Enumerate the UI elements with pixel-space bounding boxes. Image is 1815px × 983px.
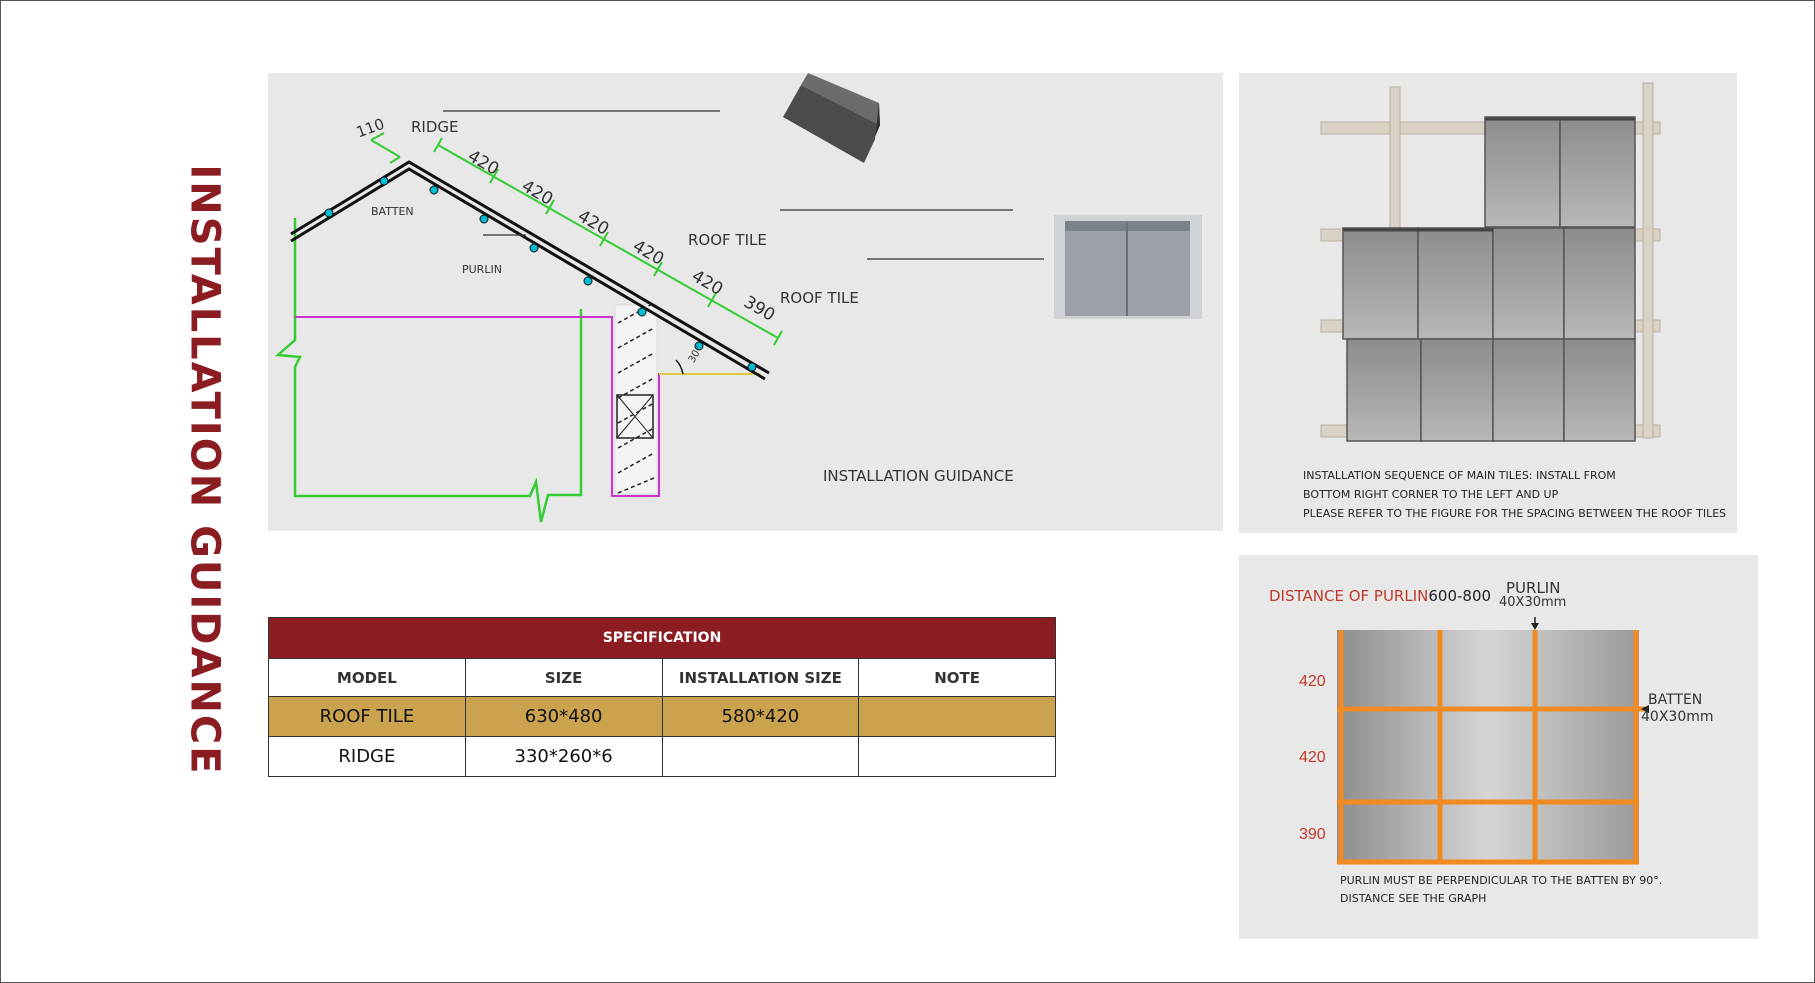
wall-section [614,304,658,495]
ridge-product-image [783,73,880,163]
purlin-notes: PURLIN MUST BE PERPENDICULAR TO THE BATT… [1340,872,1662,908]
roof-tile-label-1: ROOF TILE [688,231,767,249]
table-row: ROOF TILE 630*480 580*420 [268,696,1056,737]
roof-section-diagram [274,73,1202,523]
cell-install-size: 580*420 [661,696,860,737]
cell-model: ROOF TILE [268,696,466,737]
cell-note [858,736,1056,777]
page-title: INSTALLATION GUIDANCE [182,164,228,776]
distance-label-text: DISTANCE OF PURLIN [1269,587,1429,605]
page-title-container: INSTALLATION GUIDANCE [180,164,230,775]
purlin-grid-diagram [1337,617,1649,865]
lintel-box [616,394,654,439]
spec-title: SPECIFICATION [268,617,1056,659]
purlin-grid [1337,630,1649,865]
spec-header-row: MODEL SIZE INSTALLATION SIZE NOTE [268,658,1056,697]
roof-tiles [1342,116,1636,442]
spec-title-row: SPECIFICATION [268,617,1056,659]
cell-size: 330*260*6 [464,736,663,777]
installation-sequence-panel: INSTALLATION SEQUENCE OF MAIN TILES: INS… [1239,73,1737,533]
row-spacing-3: 390 [1299,826,1326,843]
row-spacing-1: 420 [1299,673,1326,690]
purlin-size: 40X30mm [1499,595,1567,610]
col-size: SIZE [464,658,663,697]
row-spacing-2: 420 [1299,749,1326,766]
batten-arrow-head [1641,705,1649,713]
note-line-3: PLEASE REFER TO THE FIGURE FOR THE SPACI… [1303,507,1727,520]
purlin-arrow-head [1531,623,1539,630]
col-install-size: INSTALLATION SIZE [661,658,860,697]
purlin-label: PURLIN [1506,579,1561,597]
tile-surface [1337,630,1639,862]
purlin-note-2: DISTANCE SEE THE GRAPH [1340,892,1487,905]
purlin-note-1: PURLIN MUST BE PERPENDICULAR TO THE BATT… [1340,874,1663,887]
ridge-label: RIDGE [411,118,459,136]
note-line-1: INSTALLATION SEQUENCE OF MAIN TILES: INS… [1303,469,1616,482]
roof-tile-product-image [1054,215,1202,319]
dim-ticks [433,137,783,346]
dim-ridge-gap [370,132,401,164]
note-line-2: BOTTOM RIGHT CORNER TO THE LEFT AND UP [1303,488,1559,501]
tile-top-edges [1343,117,1635,232]
batten-label: BATTEN [371,205,414,218]
installation-diagram-panel: 110 RIDGE BATTEN PURLIN 420 420 420 420 … [268,73,1223,531]
installation-notes: INSTALLATION SEQUENCE OF MAIN TILES: INS… [1303,466,1726,523]
cell-size: 630*480 [464,696,663,737]
col-note: NOTE [858,658,1056,697]
purlin-label: PURLIN [462,263,502,276]
dim-line-slope [437,144,779,339]
specification-table: SPECIFICATION MODEL SIZE INSTALLATION SI… [268,617,1056,777]
building-outline [274,218,583,523]
tile-layout-photo [1320,82,1661,442]
table-row: RIDGE 330*260*6 [268,736,1056,777]
batten-size: 40X30mm [1641,709,1714,725]
cell-model: RIDGE [268,736,466,777]
roof-tile-label-2: ROOF TILE [780,289,859,307]
batten-label: BATTEN [1648,692,1703,708]
distance-of-purlin-label: DISTANCE OF PURLIN600-800 [1269,587,1491,605]
lintel-cross [616,394,654,439]
ceiling-line [295,316,754,497]
battens [324,176,757,372]
diagram-caption: INSTALLATION GUIDANCE [823,467,1014,485]
purlin-distance-panel: DISTANCE OF PURLIN600-800 PURLIN 40X30mm… [1239,555,1758,939]
cell-note [858,696,1056,737]
cell-install-size [661,736,860,777]
distance-value: 600-800 [1428,587,1492,605]
col-model: MODEL [268,658,466,697]
angle-arc [675,359,684,375]
